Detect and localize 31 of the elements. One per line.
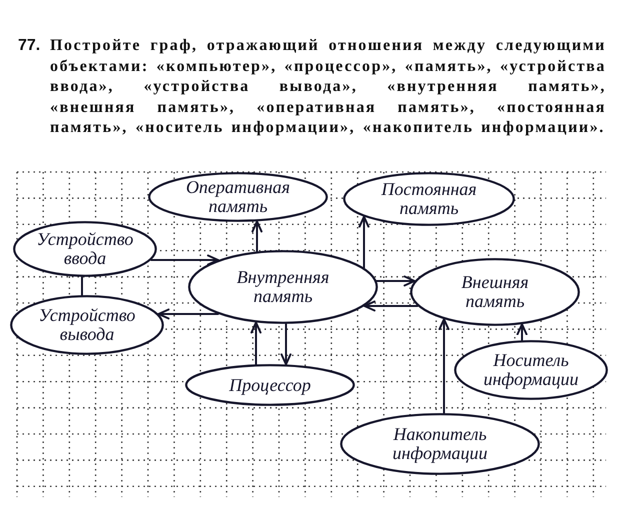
arrow <box>280 322 292 366</box>
arrow <box>516 323 528 342</box>
ellipse-node <box>410 258 580 326</box>
task-text: Постройте граф, отражающий отношения между следующими объектами: «компьютер», «процессор», «память», «устройства ввода», «устройства вывода», «внутренняя память», «внешняя память», «оперативная память», «постоянная память», «носитель информации», «накопитель информации». <box>50 36 606 138</box>
ellipse-node <box>185 364 355 406</box>
arrow <box>438 318 450 414</box>
ellipse-node <box>454 340 608 400</box>
arrow <box>376 276 416 286</box>
node-label: Носитель информации <box>482 351 580 389</box>
ellipse-node <box>148 172 328 222</box>
node-label: Накопитель информации <box>391 425 489 463</box>
ellipse-node <box>13 221 157 277</box>
node-label: Внешняя память <box>460 273 530 311</box>
arrow <box>250 321 262 366</box>
arrow <box>252 220 262 252</box>
node-label: Процессор <box>229 376 311 394</box>
task-number: 77. <box>18 36 42 56</box>
node-label: Устройство ввода <box>36 230 134 268</box>
arrow <box>364 300 419 312</box>
arrow <box>158 308 220 320</box>
node-label: Оперативная память <box>184 178 292 216</box>
node-label: Внутренняя память <box>236 268 330 306</box>
node-label: Постоянная память <box>380 180 478 218</box>
node-label: Устройство вывода <box>38 306 136 344</box>
ellipse-node <box>343 172 515 226</box>
arrow <box>150 254 220 266</box>
ellipse-node <box>10 295 164 355</box>
ellipse-node <box>188 250 378 324</box>
connector-line <box>81 276 83 296</box>
ellipse-node <box>340 413 540 475</box>
arrow <box>358 216 370 269</box>
